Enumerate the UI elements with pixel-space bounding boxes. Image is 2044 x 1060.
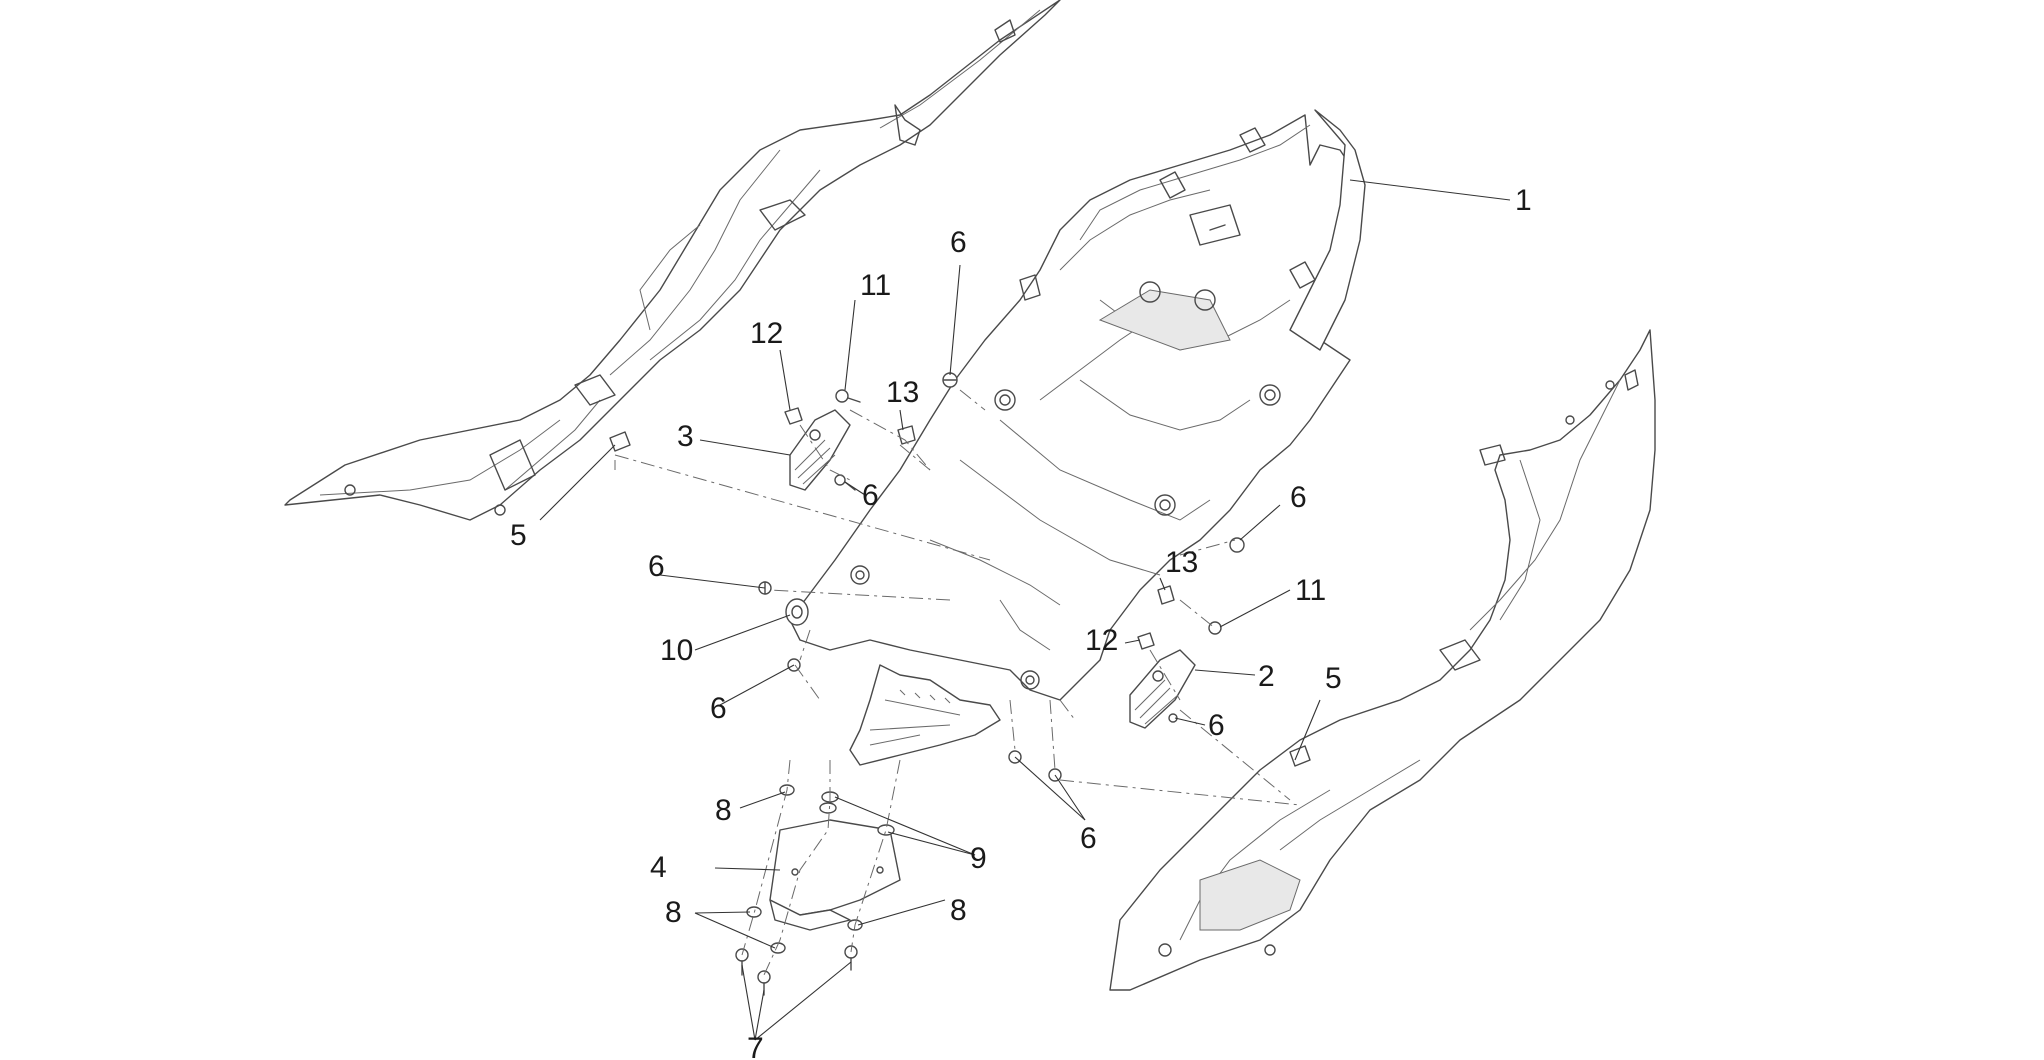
callout-6-bracket-right: 6 xyxy=(1208,709,1225,742)
clip-12-right xyxy=(1137,632,1155,650)
right-side-fairing xyxy=(1109,329,1656,991)
rear-mudguard-extension xyxy=(849,664,1001,766)
clip-12-top xyxy=(784,407,803,425)
screw-7-a xyxy=(735,948,749,976)
screw-6-top xyxy=(942,372,958,388)
grab-bracket-right xyxy=(1129,649,1196,729)
callout-6-left-mid: 6 xyxy=(648,550,665,583)
callout-7: 7 xyxy=(747,1032,764,1060)
assembly-axis-lines xyxy=(614,389,1301,976)
callout-8-bottom-left: 8 xyxy=(665,896,682,929)
callout-3: 3 xyxy=(677,420,694,453)
callout-10: 10 xyxy=(660,634,693,667)
callout-6-bottom: 6 xyxy=(1080,822,1097,855)
leader-lines xyxy=(539,179,1511,1041)
clip-5-left xyxy=(609,431,631,452)
screw-11-top xyxy=(835,389,861,403)
grommet-10 xyxy=(785,598,809,626)
grab-bracket-left xyxy=(789,409,851,491)
washer-9-b xyxy=(819,802,837,814)
callout-13-top: 13 xyxy=(886,376,919,409)
callout-12-right: 12 xyxy=(1085,624,1118,657)
callout-11-top: 11 xyxy=(860,269,891,302)
rear-undertray-frame xyxy=(789,109,1366,701)
callout-8-bottom-right: 8 xyxy=(950,894,967,927)
callout-8-top: 8 xyxy=(715,794,732,827)
callout-4: 4 xyxy=(650,851,667,884)
callout-9: 9 xyxy=(970,842,987,875)
callout-2: 2 xyxy=(1258,660,1275,693)
screw-6-right xyxy=(1229,537,1245,553)
clip-13-right xyxy=(1157,585,1175,605)
callout-11-right: 11 xyxy=(1295,574,1326,607)
callout-5-right: 5 xyxy=(1325,662,1342,695)
callout-12-top: 12 xyxy=(750,317,783,350)
callout-5-left: 5 xyxy=(510,519,527,552)
callout-labels: 1 2 3 4 5 5 6 6 6 6 6 6 6 7 8 8 8 9 10 1… xyxy=(510,184,1532,1060)
screw-7-b xyxy=(757,970,771,996)
callout-6-left-low: 6 xyxy=(710,692,727,725)
callout-6-bracket-left: 6 xyxy=(862,479,879,512)
callout-6-top: 6 xyxy=(950,226,967,259)
callout-6-right-top: 6 xyxy=(1290,481,1307,514)
screw-11-right xyxy=(1208,621,1222,635)
left-side-fairing xyxy=(284,0,1061,521)
clip-13-top xyxy=(897,425,916,445)
license-plate-bracket xyxy=(769,819,901,931)
callout-1: 1 xyxy=(1515,184,1532,217)
callout-13-right: 13 xyxy=(1165,546,1198,579)
washer-8-c xyxy=(770,942,786,954)
